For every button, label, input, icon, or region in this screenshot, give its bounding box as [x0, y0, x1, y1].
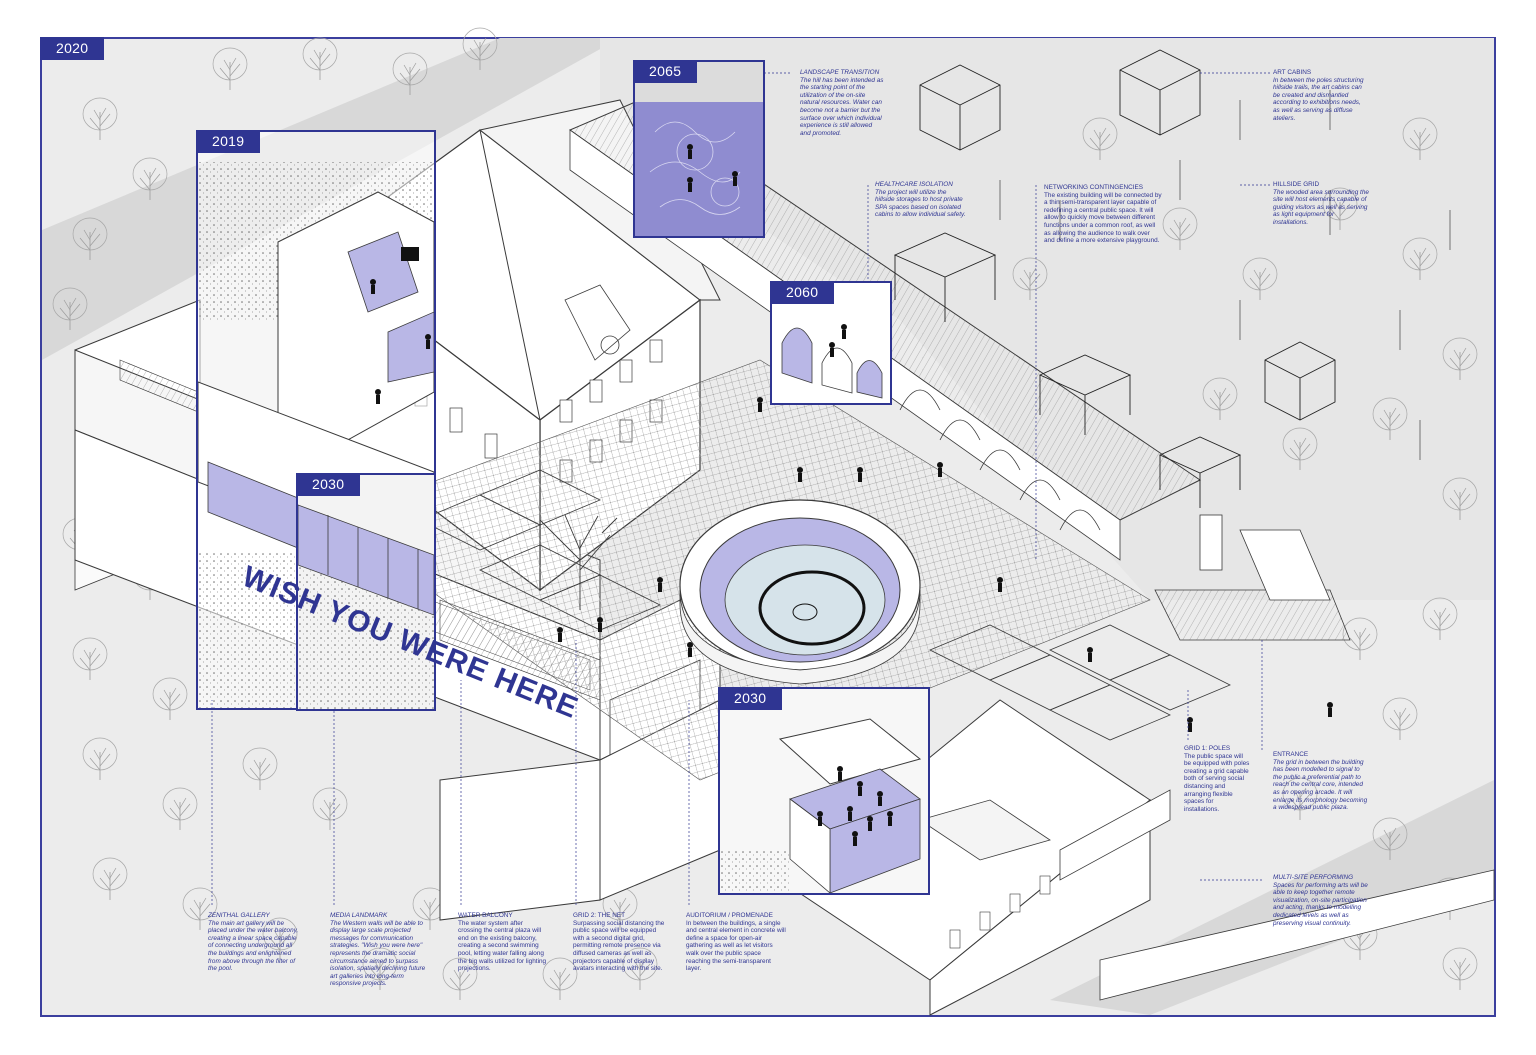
note-healthcare-isolation: HEALTHCARE ISOLATION The project will ut…: [875, 181, 966, 219]
note-auditorium-promenade: AUDITORIUM / PROMENADE In between the bu…: [686, 912, 786, 973]
year-tag-2065: 2065: [633, 60, 698, 83]
plaza-tree: [539, 514, 618, 610]
hill-ground: [600, 38, 1494, 600]
note-water-balcony: WATER BALCONY The water system after cro…: [458, 912, 547, 973]
year-tag-2060: 2060: [770, 281, 835, 304]
inset-2030-balcony-drawing: [298, 504, 434, 709]
inset-2065: 2065: [633, 60, 765, 238]
year-tag-2019: 2019: [196, 130, 261, 153]
note-networking-contingencies: NETWORKING CONTINGENCIES The existing bu…: [1044, 184, 1162, 245]
people: [557, 397, 1333, 732]
inset-2030-balcony: 2030: [296, 473, 436, 711]
note-art-cabins: ART CABINS In between the poles structur…: [1273, 69, 1364, 122]
year-tag-2030-balcony: 2030: [296, 473, 361, 496]
note-grid-the-net: GRID 2: THE NET Surpassing social distan…: [573, 912, 665, 973]
inset-2030-auditorium: 2030: [718, 687, 930, 895]
circular-auditorium: [679, 499, 921, 685]
inset-2060: 2060: [770, 281, 892, 405]
note-multi-site-performing: MULTI-SITE PERFORMING Spaces for perform…: [1273, 874, 1368, 927]
year-tag-main: 2020: [40, 37, 105, 60]
note-grid-poles: GRID 1: POLES The public space will be e…: [1184, 745, 1250, 813]
note-landscape-transition: LANDSCAPE TRANSITION The hill has been i…: [800, 69, 884, 137]
hillside-poles: [999, 90, 1451, 460]
eastern-building: [779, 699, 1495, 1016]
inset-2030-auditorium-drawing: [720, 718, 922, 893]
note-zenithal-gallery: ZENITHAL GALLERY The main art gallery wi…: [208, 912, 299, 973]
note-entrance: ENTRANCE The grid in between the buildin…: [1273, 751, 1368, 812]
inset-2060-drawing: [781, 324, 883, 399]
entrance-ramp: [1154, 514, 1351, 641]
art-cabins: [893, 49, 1336, 508]
wooden-deck: [439, 599, 601, 701]
inset-2065-drawing: [635, 62, 763, 215]
note-media-landmark: MEDIA LANDMARK The Western walls will be…: [330, 912, 426, 988]
note-hillside-grid: HILLSIDE GRID The wooded area surroundin…: [1273, 181, 1369, 226]
year-tag-2030-auditorium: 2030: [718, 687, 783, 710]
